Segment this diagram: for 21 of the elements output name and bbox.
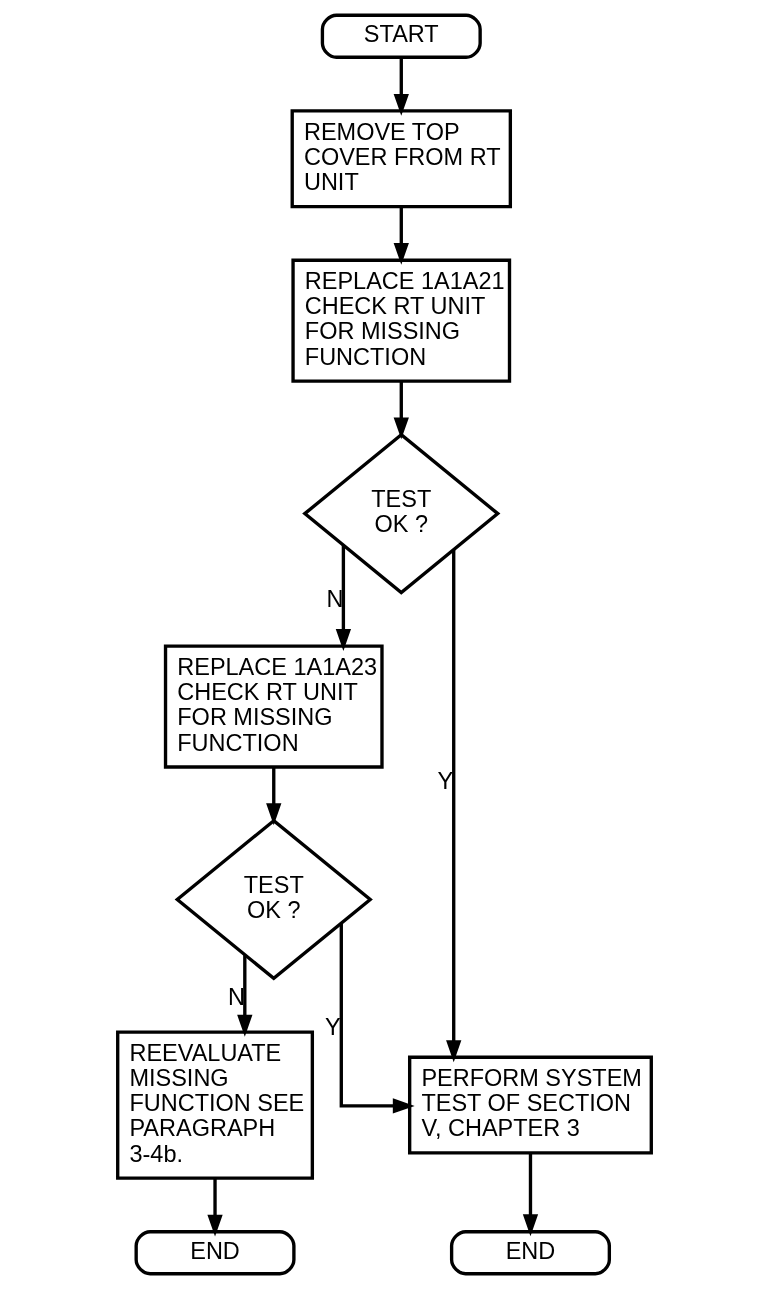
arrow <box>393 206 409 265</box>
arrow <box>207 1178 223 1237</box>
node-box: REEVALUATE MISSING FUNCTION SEE PARAGRAPH 3-4b. <box>116 1030 315 1180</box>
arrow <box>266 767 282 826</box>
node-box: REMOVE TOP COVER FROM RT UNIT <box>290 109 512 209</box>
arrow <box>339 923 415 1114</box>
edge-label: N <box>227 983 245 1010</box>
arrow <box>522 1153 539 1237</box>
node-box: END <box>134 1230 296 1276</box>
node-box: REPLACE 1A1A21 CHECK RT UNIT FOR MISSING FUNCTION <box>291 258 512 383</box>
arrow <box>393 57 409 116</box>
edge-label: Y <box>325 1013 341 1040</box>
arrow <box>335 545 352 651</box>
node-box: START <box>320 13 482 59</box>
node-box: END <box>449 1230 611 1276</box>
node-box: REPLACE 1A1A23 CHECK RT UNIT FOR MISSING FUNCTION <box>163 644 384 769</box>
arrow <box>446 549 462 1063</box>
node-diamond: TEST OK ? <box>174 818 373 981</box>
arrow <box>393 381 409 440</box>
arrow <box>237 955 253 1037</box>
node-box: PERFORM SYSTEM TEST OF SECTION V, CHAPTER 3 <box>408 1055 653 1155</box>
